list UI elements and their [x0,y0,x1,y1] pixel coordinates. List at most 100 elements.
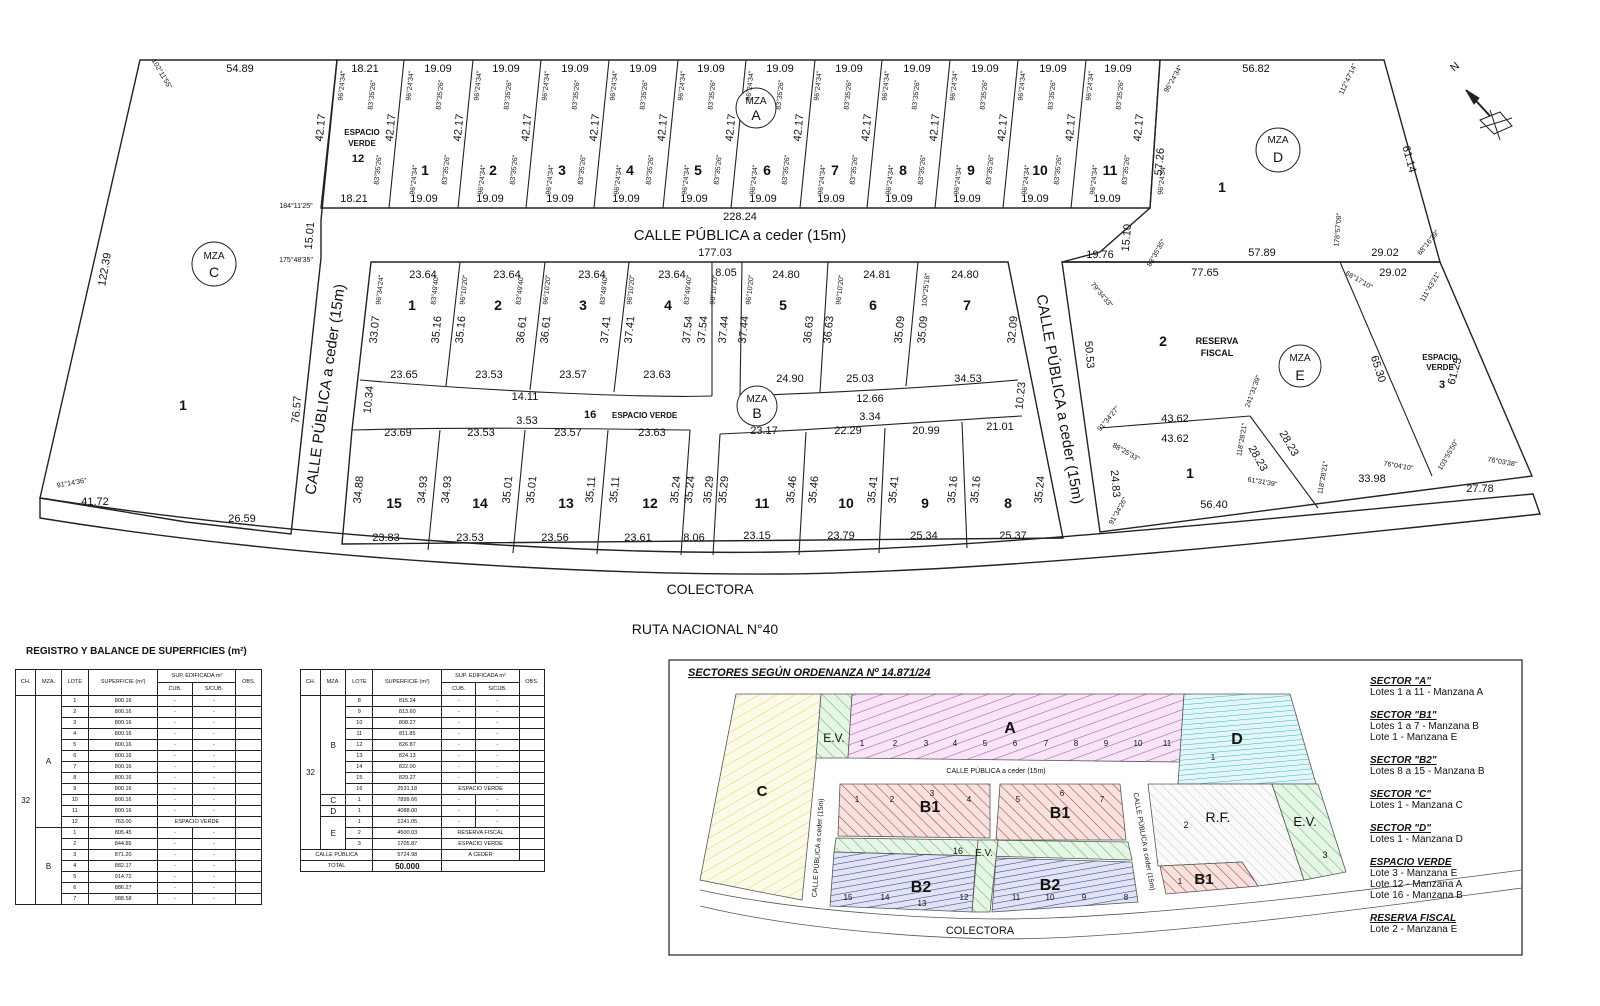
legend-item: SECTOR "D"Lotes 1 - Manzana D [1370,823,1570,845]
dim-a-depth: 42.17 [792,113,807,142]
dim-b-bottom-top: 23.53 [467,427,495,439]
dim-a-angle: 83°35'26" [576,154,587,185]
svg-text:MZA: MZA [746,394,767,405]
dim-a-angle: 83°35'26" [984,154,995,185]
sector-b1-left-area [837,783,991,839]
cell-scub: - [191,871,237,883]
dim-a-top: 19.09 [424,63,452,75]
dim-e-angle: 61°31'39" [1247,475,1278,488]
cell-cub: - [441,761,477,773]
dim-b-depth: 36.63 [822,315,837,344]
cell-cub: - [441,717,477,729]
dim-a-angle: 96°24'34" [1084,70,1095,101]
cell-obs-note: ESPACIO VERDE [157,816,237,828]
col-ch: CH. [299,669,322,696]
dim-b-bottom: 25.34 [910,530,938,542]
cell-cub: - [157,717,193,729]
cell-lote: 9 [60,783,89,795]
svg-text:33.98: 33.98 [1358,473,1386,485]
dim-b-bottom-top: 23.63 [638,427,666,439]
cell-superficie: 1241.05 [372,816,443,828]
dim-a-bottom: 19.09 [410,193,438,205]
dim-b-top-bottom: 23.65 [390,369,418,381]
svg-text:12: 12 [352,153,364,165]
dim-b-depth: 35.41 [866,475,881,504]
dim-b-depth: 37.41 [599,315,614,344]
cell-cub: - [157,706,193,718]
dim-a-angle: 83°35'26" [780,154,791,185]
dim-b-angle: 83°49'40" [598,274,609,305]
cell-obs [235,838,262,850]
dim-b-top-bottom: 24.90 [776,373,804,385]
dim-a-angle: 83°35'26" [1046,79,1057,110]
cell-obs [235,728,262,740]
dim-b-bottom: 23.83 [372,532,400,544]
cell-scub: - [191,739,237,751]
dim-b-bottom: 23.56 [541,532,569,544]
dim-a-depth: 42.17 [656,113,671,142]
sector-lot-b-bottom: 8 [1124,893,1129,902]
cell-superficie: 824.13 [372,750,443,762]
lot-b-5: 5 [779,297,787,313]
cell-obs [235,772,262,784]
cell-obs-note: A CEDER [441,849,520,861]
dim-b-depth: 35.24 [669,475,684,504]
cell-cub: - [157,761,193,773]
dim-b-ev: 10.34 [362,385,377,414]
dim-a-angle: 83°35'26" [1052,154,1063,185]
dim-b-depth: 36.61 [539,315,554,344]
svg-text:27.78: 27.78 [1466,483,1494,495]
cell-lote: 10 [60,794,89,806]
cell-scub: - [475,728,520,740]
dim-b-ev: 12.66 [856,393,884,405]
lot-a-5: 5 [694,162,702,178]
cell-scub: - [191,772,237,784]
cell-obs [235,805,262,817]
dim-b-depth: 35.16 [946,475,961,504]
dim-a-angle: 96°24'34" [612,164,623,195]
svg-text:MZA: MZA [203,251,224,262]
col-cub: CUB. [441,682,477,696]
dim-b-angle: 100°25'18" [920,272,932,307]
cell-obs [518,695,546,707]
cell-lote: 8 [345,695,374,707]
cell-lote: 2 [60,706,89,718]
col-superficie: SUPERFICIE (m²) [372,669,443,696]
cell-obs-note: ESPACIO VERDE [441,783,520,795]
dim-b-depth: 35.16 [430,315,445,344]
dim-e-angle: 88°25'33" [1111,441,1141,463]
cell-obs [518,838,546,850]
svg-text:15.01: 15.01 [303,222,317,250]
sector-lot-b-bottom: 10 [1046,893,1055,902]
cell-scub: - [191,849,237,861]
svg-text:28.23: 28.23 [1246,444,1270,474]
cell-lote: 4 [60,860,89,872]
dim-b-bottom-top: 23.17 [750,425,778,437]
svg-text:16: 16 [953,846,963,856]
dim-a-angle: 96°24'34" [948,70,959,101]
cell-cub: - [157,893,193,905]
cell-scub: - [191,893,237,905]
dim-a-angle: 83°35'26" [848,154,859,185]
cell-cub: - [157,882,193,894]
lot-b-7: 7 [963,297,971,313]
dim-b-top: 24.80 [772,269,800,281]
road-calle-right: CALLE PÚBLICA a ceder (15m) [1033,293,1087,505]
svg-text:19.76: 19.76 [1086,249,1114,261]
col-ch: CH. [14,669,37,696]
dim-a-angle: 96°24'34" [744,70,755,101]
lot-b-14: 14 [472,495,488,511]
dim-a-angle: 96°24'34" [608,70,619,101]
cell-cub: - [157,871,193,883]
lot-c-1: 1 [179,397,187,413]
dim-a-top: 19.09 [1104,63,1132,75]
dim-b-bottom-top: 20.99 [912,425,940,437]
cell-lote: 2 [345,827,374,839]
road-ruta-40: RUTA NACIONAL N°40 [632,621,779,637]
cell-obs [518,761,546,773]
cell-lote: 3 [60,849,89,861]
cell-scub: - [475,761,520,773]
